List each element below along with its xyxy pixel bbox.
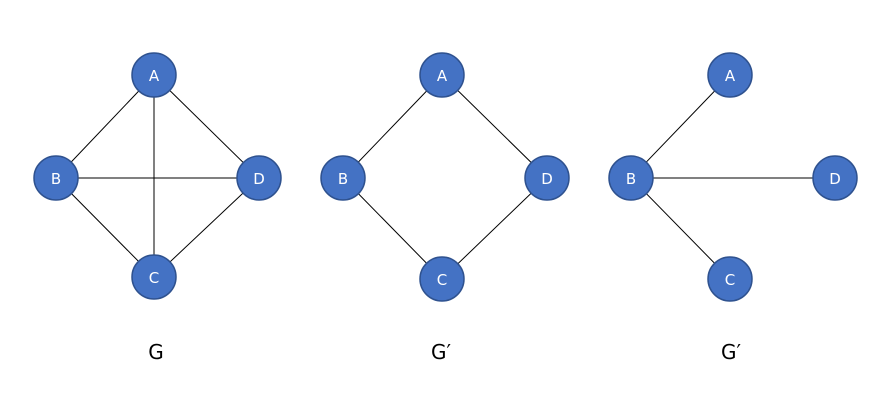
node-a: A xyxy=(419,52,465,98)
node-label: D xyxy=(829,170,841,188)
edge-b-c xyxy=(342,177,443,280)
node-b: B xyxy=(33,155,79,201)
node-circle xyxy=(812,155,858,201)
node-c: C xyxy=(707,256,753,302)
node-c: C xyxy=(419,256,465,302)
node-a: A xyxy=(707,52,753,98)
node-label: C xyxy=(437,271,447,289)
edge-b-c xyxy=(55,177,155,278)
node-label: C xyxy=(725,271,735,289)
node-label: A xyxy=(437,67,448,85)
node-circle xyxy=(608,155,654,201)
edge-a-b xyxy=(342,74,443,179)
graph-3: A B C D G′ xyxy=(608,52,858,364)
node-circle xyxy=(524,155,570,201)
node-d: D xyxy=(524,155,570,201)
node-c: C xyxy=(131,254,177,300)
edge-a-b xyxy=(55,74,155,179)
node-circle xyxy=(33,155,79,201)
edge-c-d xyxy=(441,177,548,280)
graph-caption: G′ xyxy=(721,340,741,364)
graph-1: A B C D G xyxy=(33,52,282,364)
node-d: D xyxy=(236,155,282,201)
node-d: D xyxy=(812,155,858,201)
node-label: C xyxy=(149,269,159,287)
node-circle xyxy=(707,52,753,98)
node-circle xyxy=(236,155,282,201)
graph-caption: G′ xyxy=(431,340,451,364)
node-circle xyxy=(131,52,177,98)
edge-b-a xyxy=(630,74,731,179)
edge-a-d xyxy=(441,74,548,179)
node-label: B xyxy=(626,170,636,188)
edge-a-d xyxy=(153,74,260,179)
node-label: B xyxy=(338,170,348,188)
edge-b-c xyxy=(630,177,731,280)
node-circle xyxy=(419,52,465,98)
node-a: A xyxy=(131,52,177,98)
node-label: A xyxy=(149,67,160,85)
node-circle xyxy=(131,254,177,300)
edge-c-d xyxy=(153,177,260,278)
graph-caption: G xyxy=(148,340,164,364)
node-label: B xyxy=(51,170,61,188)
node-circle xyxy=(707,256,753,302)
node-b: B xyxy=(608,155,654,201)
node-circle xyxy=(320,155,366,201)
node-b: B xyxy=(320,155,366,201)
node-label: D xyxy=(253,170,265,188)
graph-2: A B C D G′ xyxy=(320,52,570,364)
node-circle xyxy=(419,256,465,302)
node-label: D xyxy=(541,170,553,188)
node-label: A xyxy=(725,67,736,85)
